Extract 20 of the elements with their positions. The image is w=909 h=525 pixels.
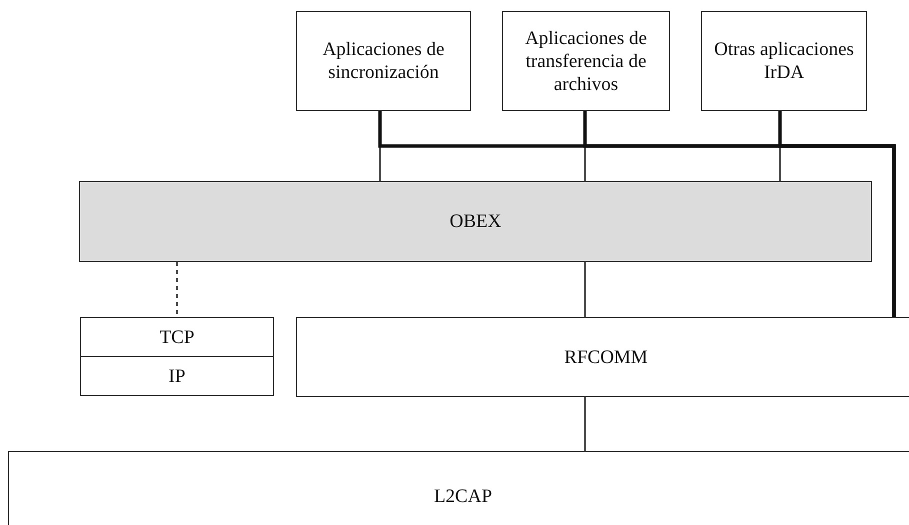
layer-box <box>8 451 909 525</box>
connector-line <box>584 262 586 317</box>
box-label: IP <box>168 364 186 388</box>
layer-box <box>79 181 872 262</box>
box-label: Aplicaciones de sincronización <box>322 38 446 84</box>
box-label: Otras aplicaciones IrDA <box>713 38 855 84</box>
layer-box <box>502 11 670 111</box>
layer-box <box>80 317 274 357</box>
connector-line <box>778 111 896 317</box>
box-label: L2CAP <box>432 484 494 508</box>
layer-box <box>701 11 867 111</box>
connector-line <box>176 262 178 317</box>
box-label: OBEX <box>448 210 502 233</box>
layer-box <box>80 356 274 396</box>
box-label: RFCOMM <box>563 346 649 368</box>
box-label: TCP <box>158 326 196 348</box>
connector-line <box>584 397 586 451</box>
box-label: Aplicaciones de transferencia de archivos <box>524 26 648 96</box>
layer-box <box>296 317 909 397</box>
layer-box <box>296 11 471 111</box>
